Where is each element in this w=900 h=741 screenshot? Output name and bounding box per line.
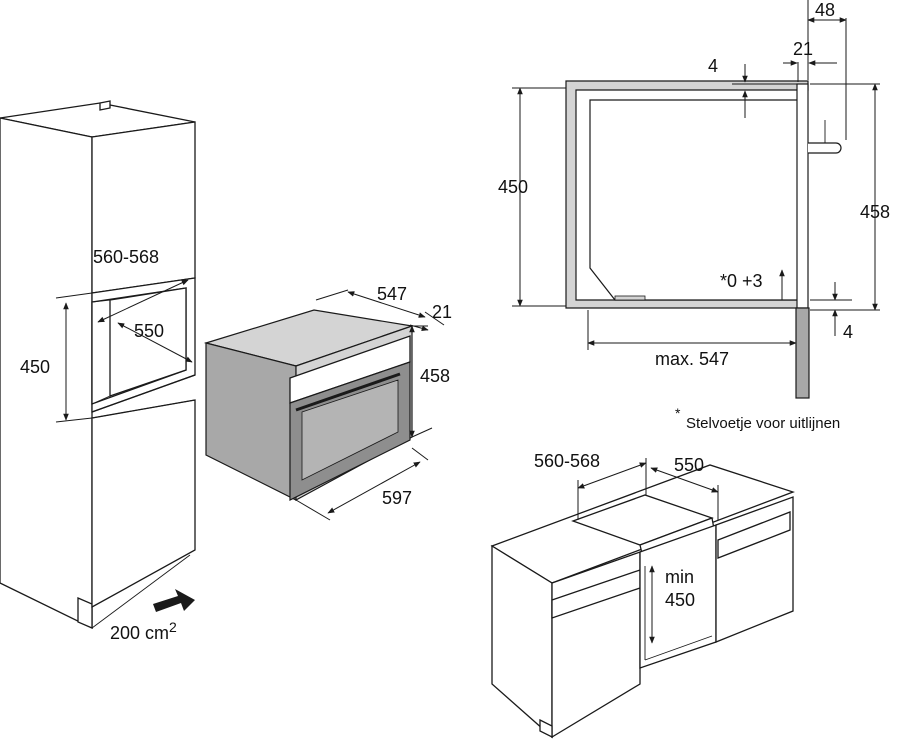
section-bottom-gap-label: 4	[843, 322, 853, 342]
section-max-depth-label: max. 547	[655, 349, 729, 369]
airflow-area-label: 200 cm	[110, 623, 169, 643]
section-oven-body	[589, 99, 799, 301]
section-niche-height-label: 450	[498, 177, 528, 197]
oven-width-label: 597	[382, 488, 412, 508]
counter-cabinet	[490, 464, 795, 739]
section-lower-cabinet	[795, 307, 810, 399]
footnote-text: Stelvoetje voor uitlijnen	[686, 415, 840, 432]
section-front-height-label: 458	[860, 202, 890, 222]
oven-front-thickness-label: 21	[432, 302, 452, 322]
section-feet-label: *0 +3	[720, 271, 763, 291]
section-view	[565, 80, 842, 399]
tall-cabinet-upper-door	[91, 121, 196, 294]
oven-illustration	[203, 309, 413, 502]
oven-window	[301, 379, 399, 481]
oven-height-label: 458	[420, 366, 450, 386]
section-top-offset-label: 21	[793, 39, 813, 59]
counter-depth-label: 550	[674, 455, 704, 475]
airflow-unit-superscript: 2	[169, 619, 177, 635]
oven-depth-label: 547	[377, 284, 407, 304]
counter-right-drawer	[717, 511, 791, 559]
airflow-arrow-icon	[153, 589, 195, 612]
oven-side	[205, 342, 297, 501]
tall-cabinet-dimensions: 560-568 550 450	[20, 247, 193, 423]
oven-dimensions: 547 21 458 597	[295, 284, 452, 521]
section-front-panel	[796, 83, 809, 309]
section-handle	[808, 142, 842, 154]
section-dimensions: 48 21 4 450 458 *0 +3 4 max. 547	[498, 0, 890, 369]
section-top-width-label: 48	[815, 0, 835, 20]
tall-niche-width-label: 560-568	[93, 247, 159, 267]
tall-cabinet-lower-door	[91, 399, 196, 609]
counter-min-value: 450	[665, 590, 695, 610]
section-top-gap-label: 4	[708, 56, 718, 76]
svg-text:200 cm2: 200 cm2	[110, 619, 177, 643]
tall-niche-depth-label: 550	[134, 321, 164, 341]
tall-niche-height-label: 450	[20, 357, 50, 377]
counter-dimensions: 560-568 550 min 450	[534, 451, 719, 644]
footnote-star: *	[675, 405, 681, 421]
counter-min-label: min	[665, 567, 694, 587]
oven-handle	[295, 372, 401, 412]
counter-width-label: 560-568	[534, 451, 600, 471]
